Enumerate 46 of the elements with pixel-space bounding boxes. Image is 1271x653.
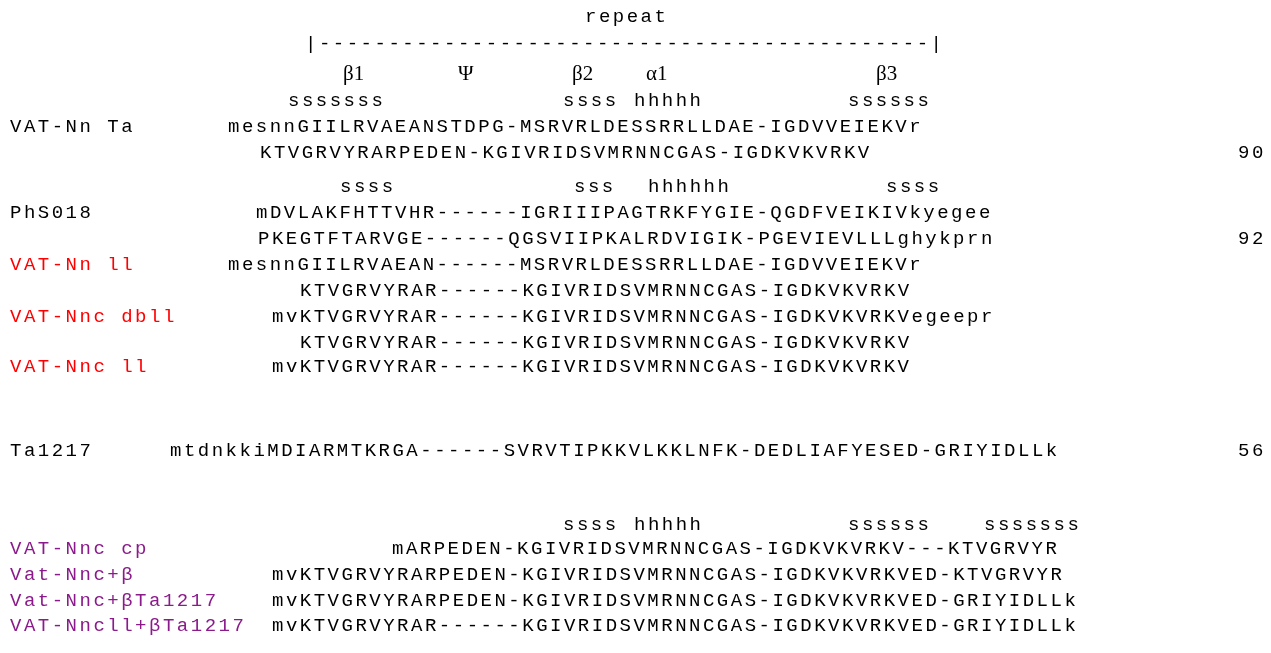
- sequence-line: mvKTVGRVYRAR------KGIVRIDSVMRNNCGAS-IGDKVKVRKV: [272, 356, 912, 378]
- secondary-structure-annotation: ssssss: [848, 514, 932, 536]
- protein-name: Vat-Nnc+β: [10, 564, 136, 586]
- protein-name: VAT-Nncll+βTa1217: [10, 615, 247, 637]
- sequence-line: mtdnkkiMDIARMTKRGA------SVRVTIPKKVLKKLNFK-DEDLIAFYESED-GRIYIDLLk: [170, 440, 1060, 462]
- secondary-structure-annotation: sssssss: [288, 90, 386, 112]
- secondary-structure-annotation: ssss: [563, 90, 619, 112]
- sequence-line: mvKTVGRVYRAR------KGIVRIDSVMRNNCGAS-IGDKVKVRKVegeepr: [272, 306, 995, 328]
- protein-name: VAT-Nnc cp: [10, 538, 150, 560]
- structure-element-label: β3: [876, 62, 898, 84]
- protein-name: PhS018: [10, 202, 94, 224]
- secondary-structure-annotation: ssss: [886, 176, 942, 198]
- structure-element-label: α1: [646, 62, 668, 84]
- secondary-structure-annotation: ssss: [563, 514, 619, 536]
- secondary-structure-annotation: ssss: [340, 176, 396, 198]
- sequence-line: mvKTVGRVYRARPEDEN-KGIVRIDSVMRNNCGAS-IGDKVKVRKVED-KTVGRVYR: [272, 564, 1065, 586]
- residue-count: 92: [1238, 228, 1266, 250]
- protein-name: Ta1217: [10, 440, 94, 462]
- sequence-line: mvKTVGRVYRAR------KGIVRIDSVMRNNCGAS-IGDKVKVRKVED-GRIYIDLLk: [272, 615, 1079, 637]
- sequence-line: KTVGRVYRAR------KGIVRIDSVMRNNCGAS-IGDKVKVRKV: [300, 280, 912, 302]
- section-title: repeat: [585, 6, 669, 28]
- structure-element-label: β2: [572, 62, 594, 84]
- secondary-structure-annotation: hhhhh: [634, 514, 704, 536]
- sequence-line: KTVGRVYRARPEDEN-KGIVRIDSVMRNNCGAS-IGDKVKVRKV: [260, 142, 872, 164]
- structure-element-label: Ψ: [458, 62, 474, 84]
- sequence-line: mARPEDEN-KGIVRIDSVMRNNCGAS-IGDKVKVRKV---KTVGRVYR: [392, 538, 1060, 560]
- sequence-line: mvKTVGRVYRARPEDEN-KGIVRIDSVMRNNCGAS-IGDKVKVRKVED-GRIYIDLLk: [272, 590, 1079, 612]
- sequence-line: mesnnGIILRVAEAN------MSRVRLDESSRRLLDAE-IGDVVEIEKVr: [228, 254, 924, 276]
- structure-element-label: β1: [343, 62, 365, 84]
- residue-count: 56: [1238, 440, 1266, 462]
- protein-name: VAT-Nn ll: [10, 254, 136, 276]
- secondary-structure-annotation: hhhhh: [634, 90, 704, 112]
- protein-name: VAT-Nnc dbll: [10, 306, 177, 328]
- residue-count: 90: [1238, 142, 1266, 164]
- repeat-bracket: |--------------------------------------------|: [305, 33, 945, 55]
- secondary-structure-annotation: sss: [574, 176, 616, 198]
- secondary-structure-annotation: ssssss: [848, 90, 932, 112]
- sequence-line: mDVLAKFHTTVHR------IGRIIIPAGTRKFYGIE-QGDFVEIKIVkyegee: [256, 202, 993, 224]
- sequence-line: KTVGRVYRAR------KGIVRIDSVMRNNCGAS-IGDKVKVRKV: [300, 332, 912, 354]
- protein-name: VAT-Nnc ll: [10, 356, 150, 378]
- sequence-line: mesnnGIILRVAEANSTDPG-MSRVRLDESSRRLLDAE-IGDVVEIEKVr: [228, 116, 924, 138]
- sequence-line: PKEGTFTARVGE------QGSVIIPKALRDVIGIK-PGEVIEVLLLghykprn: [258, 228, 995, 250]
- secondary-structure-annotation: hhhhhh: [648, 176, 732, 198]
- secondary-structure-annotation: sssssss: [984, 514, 1082, 536]
- protein-name: Vat-Nnc+βTa1217: [10, 590, 219, 612]
- protein-name: VAT-Nn Ta: [10, 116, 136, 138]
